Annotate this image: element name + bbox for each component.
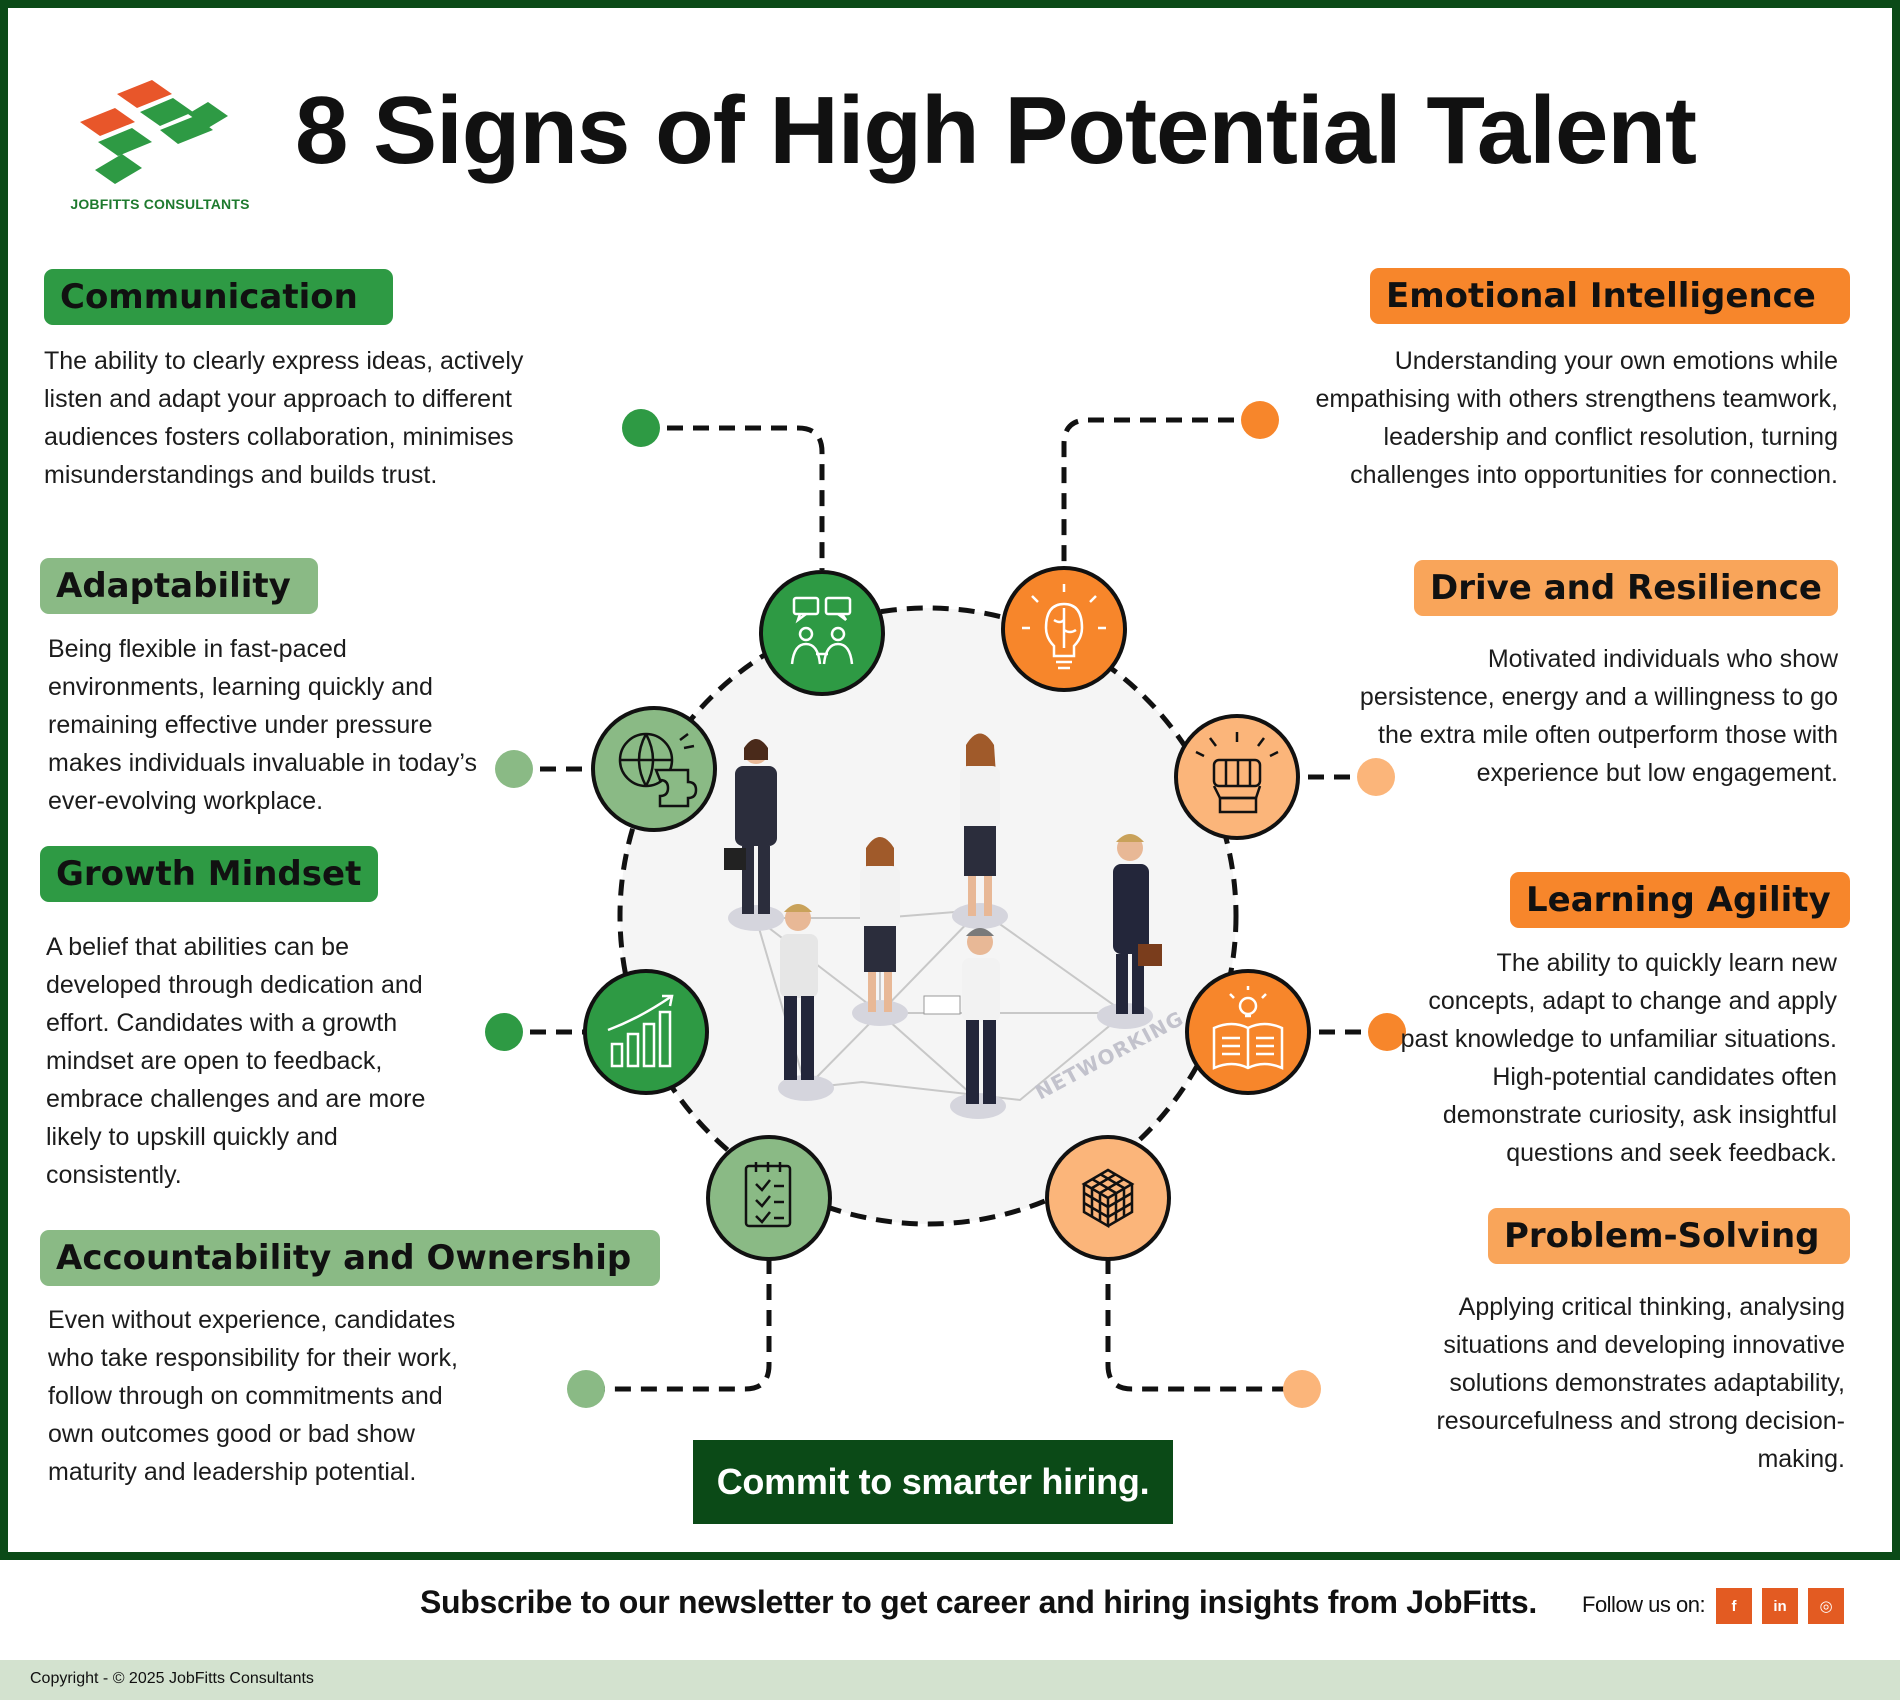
connector-emotional-intelligence — [1061, 417, 1260, 570]
business-person-1 — [724, 739, 777, 914]
rising-bar-chart-icon — [607, 994, 674, 1068]
jobfitts-logo — [80, 80, 228, 184]
communication-icon-circle — [759, 570, 885, 696]
central-diagram: NETWORKING — [485, 401, 1406, 1408]
problem-solving-badge: Problem-Solving — [1488, 1208, 1850, 1264]
communication-text: The ability to clearly express ideas, ac… — [44, 347, 524, 489]
commit-cta-banner[interactable]: Commit to smarter hiring. — [693, 1440, 1173, 1524]
follow-us-label: Follow us on: — [1582, 1592, 1706, 1617]
emotional-intelligence-badge: Emotional Intelligence — [1370, 268, 1850, 324]
business-person-3 — [860, 837, 900, 1012]
raised-fist-icon — [1195, 732, 1279, 814]
page-title: 8 Signs of High Potential Talent — [295, 77, 1697, 184]
dot-problem-solving — [1283, 1370, 1321, 1408]
business-person-5 — [780, 904, 818, 1080]
problem-solving-text: Applying critical thinking, analysing si… — [1436, 1293, 1845, 1473]
dot-drive — [1357, 758, 1395, 796]
open-book-lightbulb-icon — [1212, 986, 1284, 1070]
connector-communication — [641, 425, 825, 570]
center-circle — [617, 605, 1239, 1227]
connector-accountability — [586, 1258, 772, 1392]
logo-text: JOBFITTS CONSULTANTS — [70, 196, 250, 212]
communication-badge: Communication — [44, 269, 393, 325]
footer-bar: Copyright - © 2025 JobFitts Consultants — [0, 1660, 1900, 1700]
accountability-text: Even without experience, candidates who … — [48, 1306, 458, 1486]
newsletter-text[interactable]: Subscribe to our newsletter to get caree… — [420, 1584, 1537, 1620]
adaptability-text: Being flexible in fast-paced environment… — [48, 635, 477, 815]
dot-adaptability — [495, 750, 533, 788]
accountability-badge: Accountability and Ownership — [40, 1230, 660, 1286]
growth-mindset-badge: Growth Mindset — [40, 846, 378, 902]
drive-badge: Drive and Resilience — [1414, 560, 1838, 616]
business-person-4 — [1113, 834, 1162, 1014]
adaptability-icon-circle — [591, 706, 717, 832]
facebook-icon[interactable]: f — [1716, 1588, 1752, 1624]
instagram-icon[interactable]: ◎ — [1808, 1588, 1844, 1624]
speech-bubbles-people-icon — [790, 596, 854, 665]
business-person-2 — [960, 733, 1000, 916]
dot-growth — [485, 1013, 523, 1051]
dot-accountability — [567, 1370, 605, 1408]
learning-agility-badge: Learning Agility — [1510, 872, 1850, 928]
dot-communication — [622, 409, 660, 447]
connector-problem-solving — [1105, 1258, 1302, 1392]
business-person-6 — [923, 928, 1000, 1104]
learning-agility-text: The ability to quickly learn new concept… — [1400, 949, 1837, 1167]
checklist-clipboard-icon — [744, 1162, 792, 1228]
growth-icon-circle — [583, 969, 709, 1095]
adaptability-badge: Adaptability — [40, 558, 318, 614]
growth-mindset-text: A belief that abilities can be developed… — [46, 933, 426, 1189]
drive-text: Motivated individuals who show persisten… — [1359, 645, 1838, 787]
rubiks-cube-icon — [1081, 1168, 1135, 1229]
globe-puzzle-icon — [618, 732, 698, 808]
emotional-intelligence-text: Understanding your own emotions while em… — [1315, 347, 1838, 489]
dot-learning — [1368, 1013, 1406, 1051]
dot-emotional-intelligence — [1241, 401, 1279, 439]
linkedin-icon[interactable]: in — [1762, 1588, 1798, 1624]
copyright-text: Copyright - © 2025 JobFitts Consultants — [30, 1670, 314, 1687]
brain-lightbulb-icon — [1022, 584, 1106, 670]
